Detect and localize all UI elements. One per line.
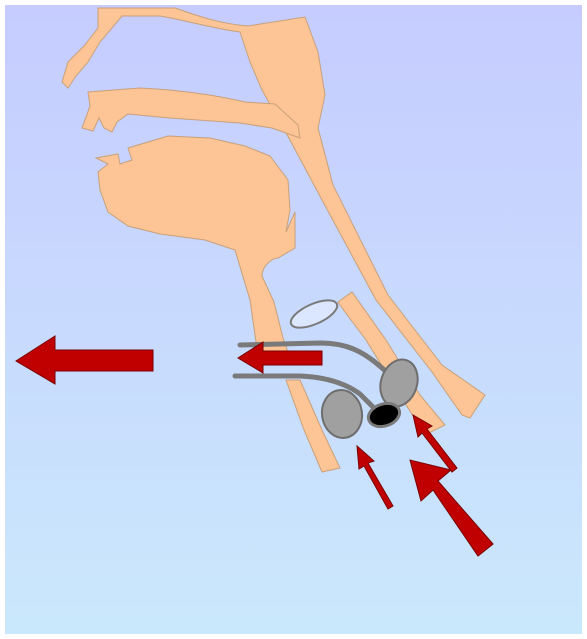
airway-diagram <box>5 5 582 634</box>
diagram-frame <box>5 5 582 634</box>
